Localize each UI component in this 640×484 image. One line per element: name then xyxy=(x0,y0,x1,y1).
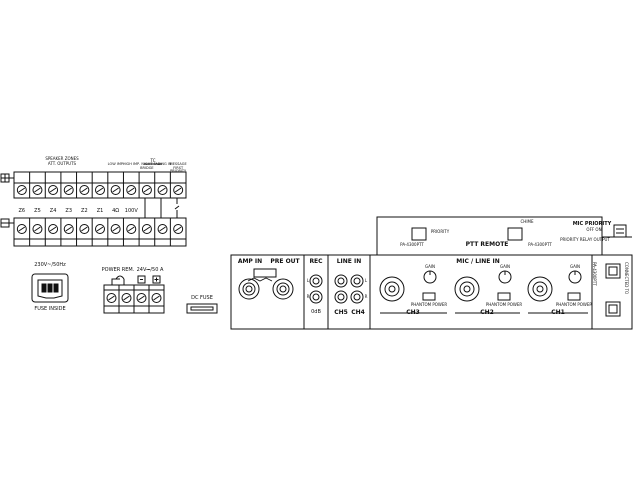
terminal-column-label: Z2 xyxy=(81,208,88,214)
power-terminal-screw xyxy=(121,293,132,303)
terminal-column-label: 4Ω xyxy=(112,208,120,214)
line-in-label: LINE IN xyxy=(336,258,362,265)
mic-priority-label: MIC PRIORITY xyxy=(572,221,612,227)
priority-relay-label: PRIORITY RELAY OUTPUT xyxy=(560,237,610,242)
terminal-column-label: Z3 xyxy=(65,208,73,214)
mains-voltage-label: 230V~/50Hz xyxy=(34,262,66,268)
terminal-screw xyxy=(63,224,74,234)
terminal-top-label: LOW IMP. xyxy=(107,162,124,166)
dc-minus-icon xyxy=(137,275,146,284)
off-on-label: OFF ON xyxy=(586,227,602,232)
pa-model-right-label: PA-4300PTT xyxy=(528,242,552,247)
side-connected-label: CONNECTED TO xyxy=(624,262,629,295)
gain-label-ch1: GAIN xyxy=(569,264,581,269)
power-terminal-screw xyxy=(106,293,117,303)
terminal-column-label: Z5 xyxy=(34,208,41,214)
dc-voltage-label: 24V⎓/50 A xyxy=(136,267,164,273)
terminal-screw xyxy=(173,185,184,195)
phantom-label-ch3: PHANTOM POWER xyxy=(410,302,448,307)
terminal-top-label: NIGHT BRIDGE xyxy=(140,162,154,170)
terminal-screw xyxy=(95,224,105,234)
bottom-terminal-strip xyxy=(13,217,187,247)
priority-label: PRIORITY xyxy=(430,229,450,234)
iec-mains-socket xyxy=(31,273,69,303)
dc-fuse-holder xyxy=(186,303,218,314)
ch1-label: CH1 xyxy=(551,309,565,316)
terminal-column-label: 100V xyxy=(124,208,138,214)
line-left-label: L xyxy=(364,278,368,283)
terminal-screw xyxy=(95,185,105,195)
chime-label: CHIME xyxy=(520,219,534,224)
power-remote-label: POWER REM. xyxy=(101,267,135,273)
power-terminal-screw xyxy=(136,293,147,303)
terminal-column-label: Z4 xyxy=(49,208,57,214)
tc-label: TC xyxy=(150,158,156,163)
phantom-label-ch2: PHANTOM POWER xyxy=(485,302,523,307)
terminal-screw xyxy=(48,185,59,195)
pa-model-left-label: PA-4300PTT xyxy=(400,242,424,247)
terminal-screw xyxy=(110,185,121,195)
terminal-screw xyxy=(16,224,27,234)
power-terminal-screw xyxy=(151,293,162,303)
terminal-column-label: Z6 xyxy=(18,208,26,214)
terminal-screw xyxy=(141,224,152,234)
phantom-label-ch1: PHANTOM POWER xyxy=(555,302,593,307)
terminal-screw xyxy=(126,224,137,234)
amplifier-rear-panel xyxy=(230,254,633,330)
terminal-screw xyxy=(110,224,121,234)
ch3-label: CH3 xyxy=(406,309,420,316)
rec-label: REC xyxy=(309,258,323,265)
terminal-screw xyxy=(141,185,152,195)
terminal-top-label: MESSAGE FIRST PRIORITY xyxy=(169,162,187,173)
terminal-screw xyxy=(16,185,27,195)
mic-line-in-label: MIC / LINE IN xyxy=(456,258,500,265)
terminal-screw xyxy=(79,224,90,234)
ch4-label: CH4 xyxy=(351,309,365,316)
terminal-screw xyxy=(157,185,168,195)
terminal-screw xyxy=(32,185,43,195)
pre-out-label: PRE OUT xyxy=(270,258,300,265)
terminal-top-label: FADING IN xyxy=(153,162,172,166)
side-model-label: PA-4300PTT xyxy=(592,262,597,286)
terminal-screw xyxy=(157,224,168,234)
rec-right-label: R xyxy=(306,294,310,299)
terminal-column-label: Z1 xyxy=(96,208,104,214)
ch5-label: CH5 xyxy=(334,309,348,316)
ptt-remote-label: PTT REMOTE xyxy=(465,241,509,248)
gain-label-ch2: GAIN xyxy=(499,264,511,269)
line-right-label: R xyxy=(364,294,368,299)
terminal-screw xyxy=(32,224,43,234)
terminal-screw xyxy=(63,185,74,195)
speaker-zones-label: SPEAKER ZONES xyxy=(45,156,79,161)
terminal-top-label: HIGH IMP. xyxy=(122,162,140,166)
dc-fuse-label: DC FUSE xyxy=(191,295,213,301)
amp-in-label: AMP IN xyxy=(237,258,263,265)
gain-label-ch3: GAIN xyxy=(424,264,436,269)
top-terminal-strip xyxy=(13,171,187,199)
fuse-inside-label: FUSE INSIDE xyxy=(34,306,66,312)
terminal-screw xyxy=(173,224,184,234)
ch2-label: CH2 xyxy=(480,309,494,316)
terminal-screw xyxy=(48,224,59,234)
terminal-screw xyxy=(126,185,137,195)
zero-db-label: 0dB xyxy=(311,309,321,315)
dc-plus-icon xyxy=(152,275,161,284)
rec-left-label: L xyxy=(306,278,310,283)
att-outputs-label: ATT. OUTPUTS xyxy=(47,161,77,166)
terminal-screw xyxy=(79,185,90,195)
